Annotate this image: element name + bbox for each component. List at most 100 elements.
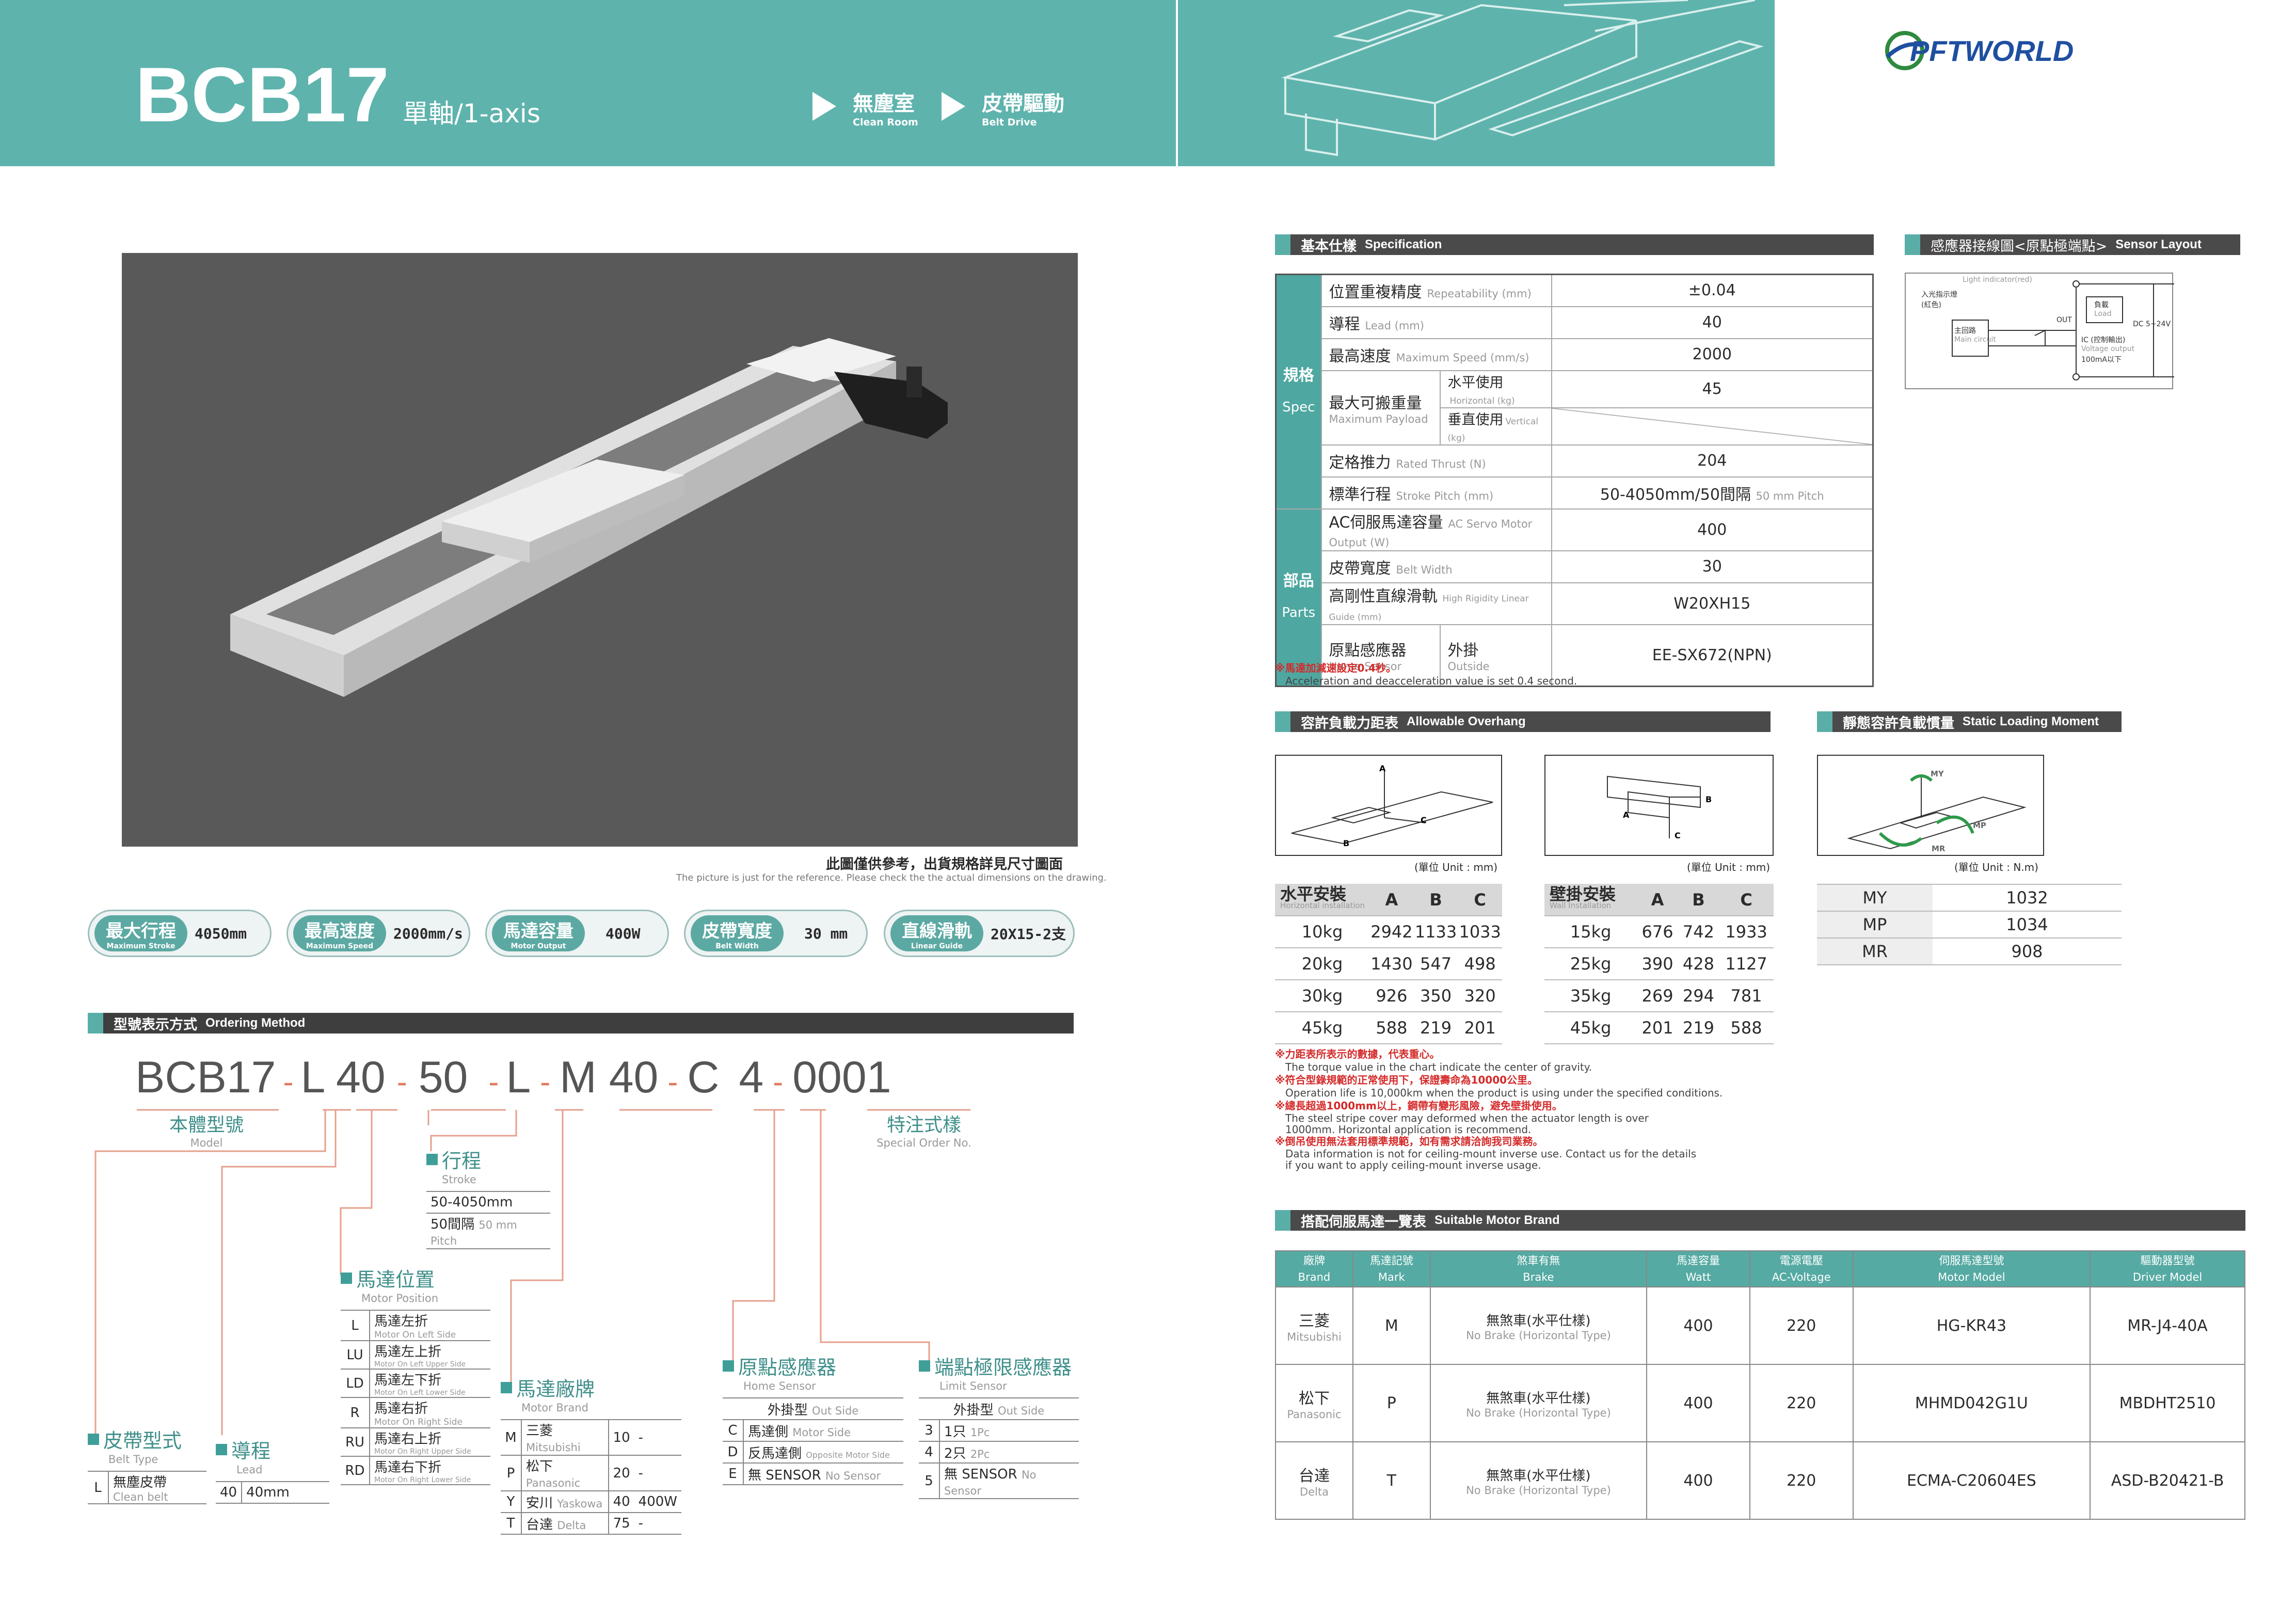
feature-belt-drive: 皮帶驅動	[982, 92, 1064, 116]
voltage-output-label: Voltage output	[2081, 345, 2135, 353]
note-item: ※總長超過1000mm以上，鋼帶有變形風險，避免壁掛使用。	[1275, 1100, 1562, 1112]
home-sensor-heading-en: Home Sensor	[743, 1380, 816, 1392]
axis-label: 單軸/1-axis	[403, 99, 540, 129]
svg-text:A: A	[1379, 764, 1386, 773]
photo-caption-en: The picture is just for the reference. P…	[676, 872, 1107, 883]
note-item: ※倒吊使用無法套用標準規範，如有需求請洽詢我司業務。	[1275, 1135, 1543, 1148]
note-item-en: The torque value in the chart indicate t…	[1285, 1061, 1592, 1073]
logo-text: PFTWORLD	[1910, 34, 2074, 67]
actuator-image	[230, 338, 948, 697]
stroke-range: 50-4050mm	[426, 1191, 550, 1214]
order-connector-lines	[94, 1109, 970, 1435]
out-label: OUT	[2056, 316, 2072, 324]
svg-text:MR: MR	[1932, 844, 1946, 853]
limit-sensor-heading: 端點極限感應器	[919, 1351, 1079, 1380]
lead-heading: 導程	[216, 1435, 329, 1464]
feature-belt-drive-en: Belt Drive	[982, 117, 1037, 128]
special-order-label: 特注式樣	[886, 1115, 961, 1136]
spec-note-en: Acceleration and deacceleration value is…	[1285, 675, 1577, 687]
note-item-en: Operation life is 10,000km when the prod…	[1285, 1087, 1723, 1099]
header-product-sketch	[1281, 0, 1764, 156]
lead-heading-en: Lead	[236, 1464, 263, 1476]
current-label: 100mA以下	[2081, 356, 2122, 364]
model-label-en: Model	[190, 1137, 223, 1149]
indicator-label: 入光指示燈(紅色)	[1921, 291, 1957, 309]
motor-brand-heading-en: Motor Brand	[521, 1402, 588, 1414]
belt-type-heading: 皮帶型式	[88, 1425, 206, 1453]
moment-unit: (單位 Unit : N.m)	[1954, 861, 2038, 873]
note-item-en: Data information is not for ceiling-moun…	[1285, 1148, 1697, 1171]
motor-position-heading-en: Motor Position	[361, 1292, 439, 1305]
svg-text:B: B	[1343, 838, 1349, 848]
svg-text:A: A	[1623, 810, 1630, 820]
stroke-pitch: 50間隔 50 mm Pitch	[426, 1213, 550, 1249]
overhang-unit-w: (單位 Unit : mm)	[1687, 861, 1771, 873]
photo-caption: 此圖僅供參考，出貨規格詳見尺寸圖面	[826, 856, 1063, 872]
note-item: ※力距表所表示的數據，代表重心。	[1275, 1048, 1440, 1060]
stroke-table: 50-4050mm 50間隔 50 mm Pitch	[426, 1191, 550, 1249]
feature-clean-room-en: Clean Room	[853, 117, 918, 128]
note-item-en: The steel stripe cover may deformed when…	[1285, 1112, 1649, 1136]
model-title: BCB17	[135, 51, 389, 138]
play-icon	[812, 92, 836, 121]
dc-label: DC 5~24V	[2133, 320, 2171, 328]
order-code: BCB17-L 40-50-L-M 40-C 4-0001	[135, 1053, 891, 1102]
note-item: ※符合型錄規範的正常使用下，保證壽命為10000公里。	[1275, 1074, 1538, 1086]
home-sensor-heading: 原點感應器	[723, 1351, 903, 1380]
